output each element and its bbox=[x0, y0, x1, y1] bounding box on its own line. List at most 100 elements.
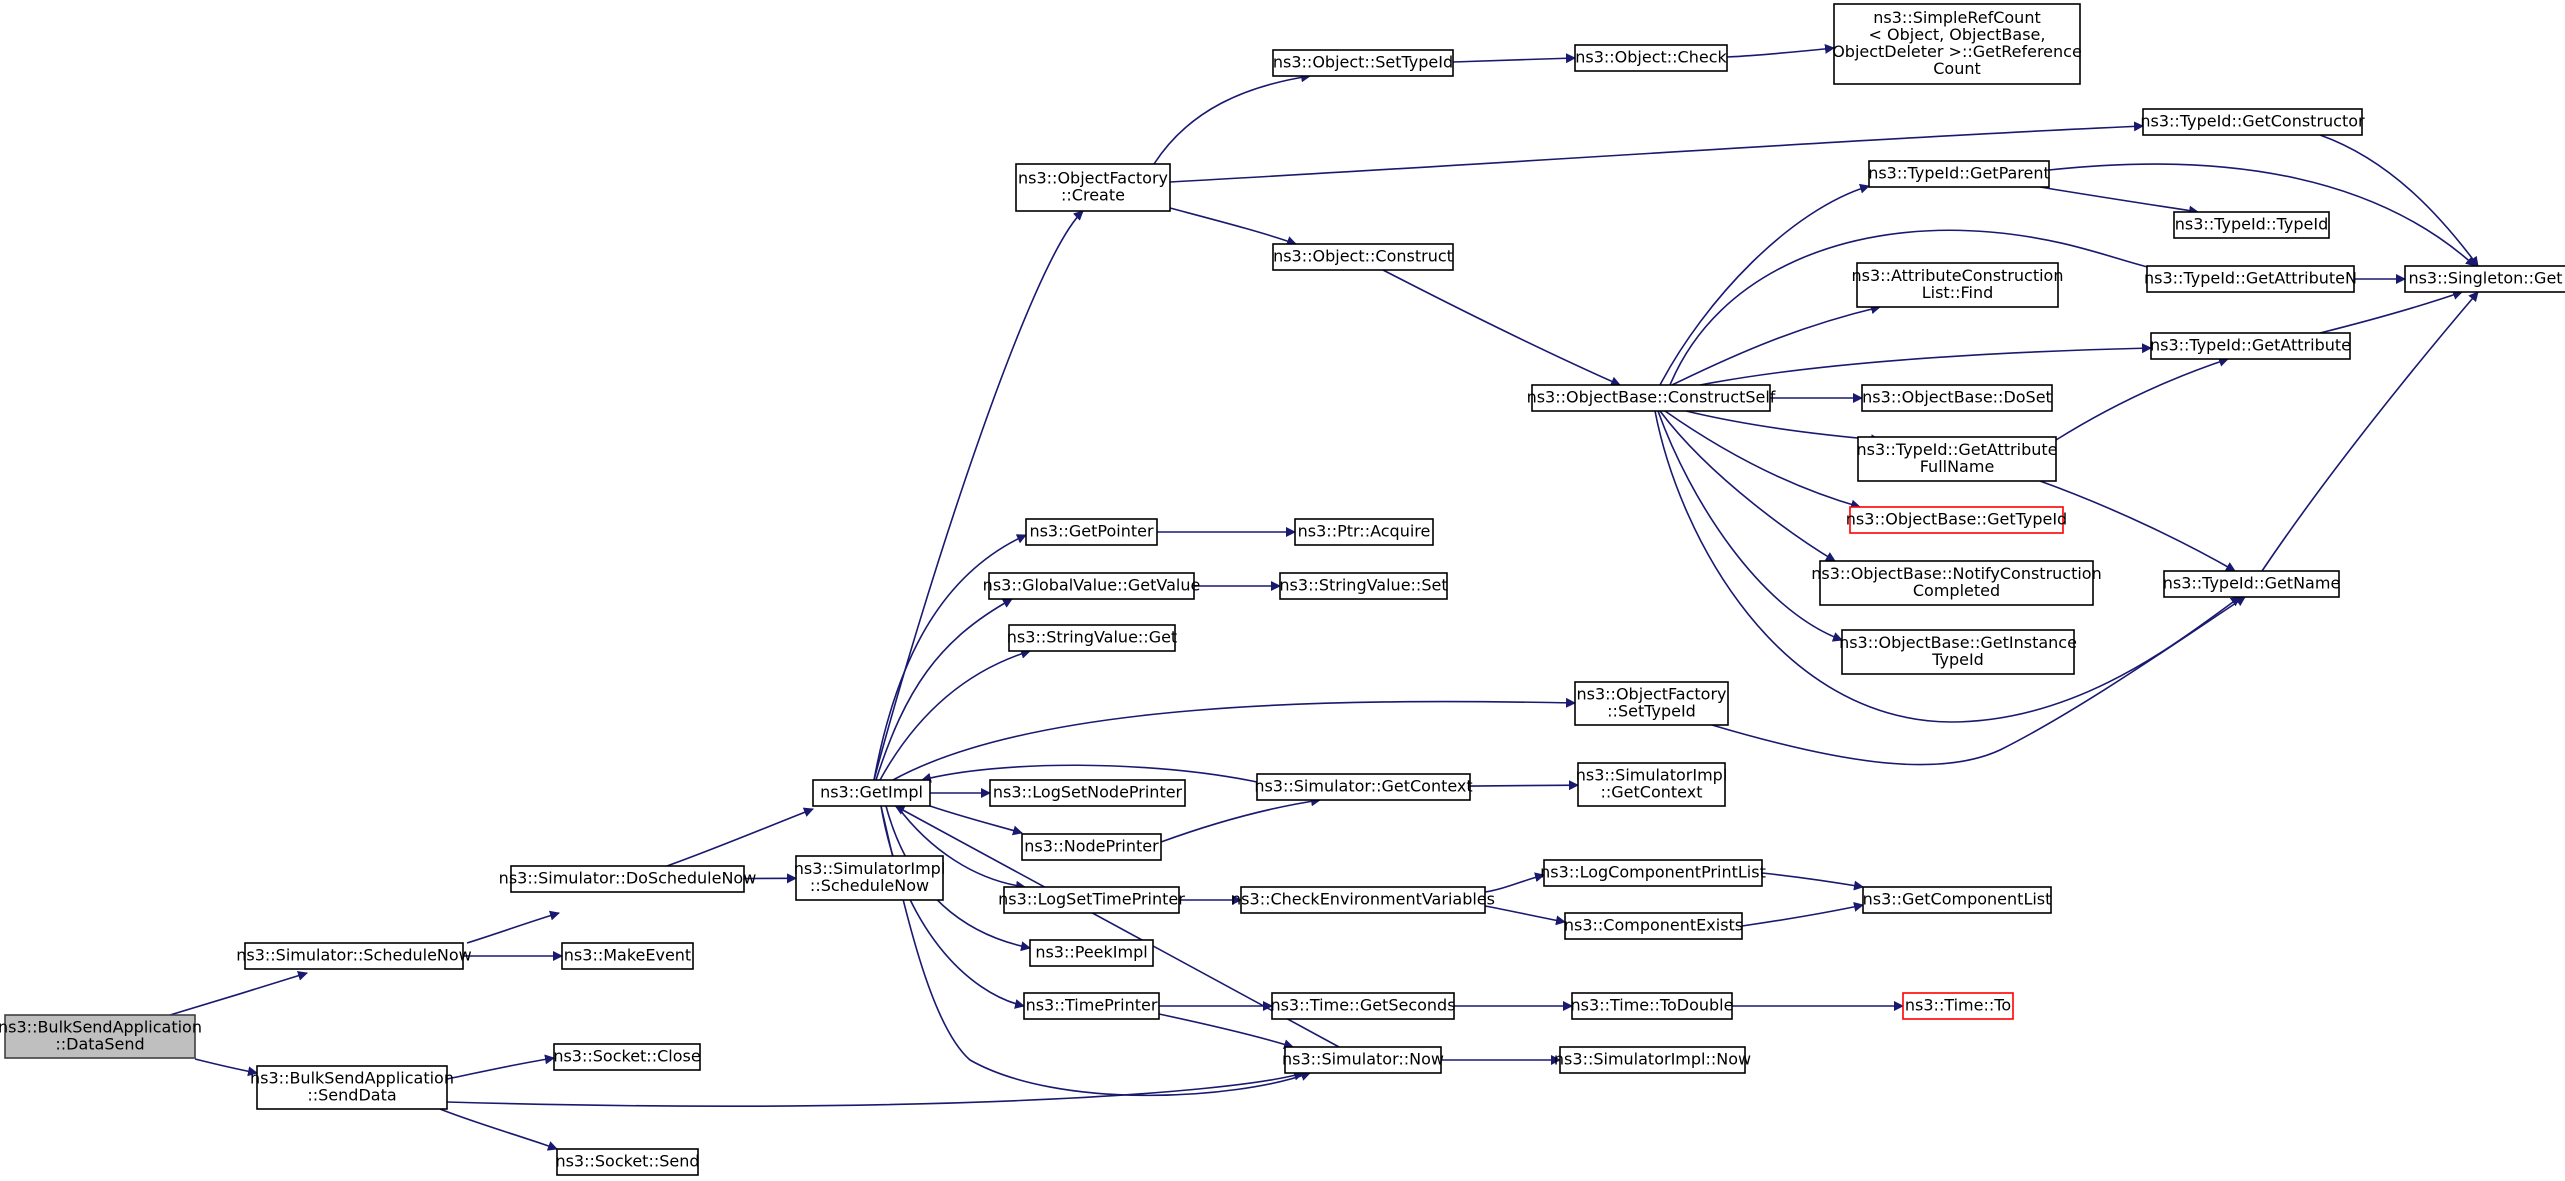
node-label-line: ns3::TimePrinter bbox=[1026, 996, 1158, 1015]
node-doschedulenow[interactable]: ns3::Simulator::DoScheduleNow bbox=[499, 865, 757, 893]
node-label-line: ns3::GetPointer bbox=[1029, 522, 1154, 541]
node-box bbox=[244, 942, 464, 970]
node-label-line: ns3::StringValue::Get bbox=[1007, 628, 1177, 647]
node-label-line: ns3::Object::Check bbox=[1575, 48, 1727, 67]
node-schedulenow[interactable]: ns3::Simulator::ScheduleNow bbox=[236, 942, 472, 970]
node-datasend[interactable]: ns3::BulkSendApplication::DataSend bbox=[0, 1014, 202, 1059]
node-label-line: ns3::BulkSendApplication bbox=[0, 1018, 202, 1037]
node-label-line: ns3::AttributeConstruction bbox=[1852, 266, 2064, 285]
node-box bbox=[1857, 436, 2057, 482]
node-typeidgetname[interactable]: ns3::TypeId::GetName bbox=[2163, 570, 2341, 598]
node-label-line: Count bbox=[1933, 59, 1981, 78]
node-box bbox=[1564, 912, 1743, 940]
edge-typeidgetattribute-to-singletonget bbox=[2319, 290, 2463, 334]
edge-getimpl-to-getpointer bbox=[873, 534, 1027, 781]
edge-timeprinter-to-simnow bbox=[1158, 1013, 1294, 1050]
node-label-line: ns3::TypeId::GetAttribute bbox=[1856, 440, 2057, 459]
node-simimplnow[interactable]: ns3::SimulatorImpl::Now bbox=[1554, 1046, 1751, 1074]
node-objfactorycreate[interactable]: ns3::ObjectFactory::Create bbox=[1015, 163, 1171, 212]
node-peekimpl[interactable]: ns3::PeekImpl bbox=[1029, 939, 1154, 967]
edge-typeidgetattrfullname-to-typeidgetname bbox=[2039, 480, 2236, 572]
node-box bbox=[1029, 939, 1154, 967]
node-socketsend[interactable]: ns3::Socket::Send bbox=[555, 1148, 700, 1176]
edge-simgetcontext-to-getimpl bbox=[921, 764, 1258, 783]
node-objbasedoset[interactable]: ns3::ObjectBase::DoSet bbox=[1861, 384, 2053, 412]
node-socketclose[interactable]: ns3::Socket::Close bbox=[553, 1043, 701, 1071]
node-box bbox=[989, 779, 1186, 807]
node-label-line: ns3::Object::SetTypeId bbox=[1273, 53, 1453, 72]
node-singletonget[interactable]: ns3::Singleton::Get bbox=[2404, 265, 2565, 293]
node-logsettimeprinter[interactable]: ns3::LogSetTimePrinter bbox=[998, 886, 1185, 914]
node-typeidgetattributen[interactable]: ns3::TypeId::GetAttributeN bbox=[2144, 265, 2357, 293]
node-label-line: ns3::MakeEvent bbox=[564, 946, 691, 965]
edge-objbaseconstructself-to-attrconstrlistfind bbox=[1671, 304, 1881, 386]
node-label-line: ns3::SimulatorImpl::Now bbox=[1554, 1050, 1751, 1069]
edge-getimpl-to-stringvalueget bbox=[879, 648, 1031, 781]
node-globalvaluegetvalue[interactable]: ns3::GlobalValue::GetValue bbox=[983, 572, 1201, 600]
node-timetodouble[interactable]: ns3::Time::ToDouble bbox=[1571, 992, 1734, 1020]
node-box bbox=[1003, 886, 1180, 914]
node-box bbox=[1023, 992, 1160, 1020]
node-label-line: ns3::LogSetTimePrinter bbox=[998, 890, 1185, 909]
node-simnow[interactable]: ns3::Simulator::Now bbox=[1282, 1046, 1444, 1074]
node-objcheck[interactable]: ns3::Object::Check bbox=[1574, 44, 1728, 72]
node-timeprinter[interactable]: ns3::TimePrinter bbox=[1023, 992, 1160, 1020]
node-getpointer[interactable]: ns3::GetPointer bbox=[1025, 518, 1158, 546]
node-ptracquire[interactable]: ns3::Ptr::Acquire bbox=[1294, 518, 1434, 546]
node-stringvalueset[interactable]: ns3::StringValue::Set bbox=[1279, 572, 1448, 600]
node-box bbox=[1008, 624, 1176, 652]
node-getimpl[interactable]: ns3::GetImpl bbox=[812, 779, 931, 807]
node-box bbox=[2173, 211, 2330, 239]
node-box bbox=[256, 1065, 448, 1110]
node-label-line: ns3::ObjectBase::NotifyConstruction bbox=[1811, 564, 2101, 583]
node-compexists[interactable]: ns3::ComponentExists bbox=[1564, 912, 1743, 940]
node-label-line: ::GetContext bbox=[1601, 783, 1703, 802]
node-label-line: ns3::Socket::Send bbox=[555, 1152, 699, 1171]
node-box bbox=[1819, 560, 2094, 606]
node-typeidtypeid[interactable]: ns3::TypeId::TypeId bbox=[2173, 211, 2330, 239]
node-label-line: ::ScheduleNow bbox=[810, 876, 929, 895]
node-simimplgetcontext[interactable]: ns3::SimulatorImpl::GetContext bbox=[1576, 762, 1728, 807]
edge-senddata-to-socketsend bbox=[439, 1108, 558, 1151]
node-senddata[interactable]: ns3::BulkSendApplication::SendData bbox=[250, 1065, 454, 1110]
node-logcompprintlist[interactable]: ns3::LogComponentPrintList bbox=[1540, 859, 1766, 887]
node-objconstruct[interactable]: ns3::Object::Construct bbox=[1272, 243, 1454, 271]
node-simimplschedulenow[interactable]: ns3::SimulatorImpl::ScheduleNow bbox=[794, 855, 946, 901]
node-typeidgetattribute[interactable]: ns3::TypeId::GetAttribute bbox=[2150, 332, 2351, 360]
edge-datasend-to-senddata bbox=[194, 1058, 258, 1077]
node-label-line: ns3::GetImpl bbox=[820, 783, 923, 802]
node-objsettypeid[interactable]: ns3::Object::SetTypeId bbox=[1272, 49, 1454, 77]
node-label-line: ns3::Simulator::Now bbox=[1282, 1050, 1444, 1069]
node-timegetseconds[interactable]: ns3::Time::GetSeconds bbox=[1270, 992, 1456, 1020]
node-timeto[interactable]: ns3::Time::To bbox=[1902, 992, 2014, 1020]
edge-getimpl-to-logsettimeprinter bbox=[896, 805, 1026, 891]
node-logsetnodeprinter[interactable]: ns3::LogSetNodePrinter bbox=[989, 779, 1186, 807]
node-box bbox=[795, 855, 944, 901]
node-simplerefcount[interactable]: ns3::SimpleRefCount< Object, ObjectBase,… bbox=[1832, 3, 2082, 85]
edge-objbaseconstructself-to-objbasegettypeid bbox=[1664, 410, 1861, 510]
node-objfactorysettypeid[interactable]: ns3::ObjectFactory::SetTypeId bbox=[1574, 681, 1729, 726]
node-label-line: ns3::ObjectBase::ConstructSelf bbox=[1527, 388, 1776, 407]
node-stringvalueget[interactable]: ns3::StringValue::Get bbox=[1007, 624, 1177, 652]
node-makeevent[interactable]: ns3::MakeEvent bbox=[561, 942, 694, 970]
node-checkenv[interactable]: ns3::CheckEnvironmentVariables bbox=[1231, 886, 1495, 914]
node-objbaseconstructself[interactable]: ns3::ObjectBase::ConstructSelf bbox=[1527, 384, 1776, 412]
node-nodeprinter[interactable]: ns3::NodePrinter bbox=[1021, 833, 1162, 861]
node-objbasegettypeid[interactable]: ns3::ObjectBase::GetTypeId bbox=[1846, 506, 2067, 534]
node-label-line: ObjectDeleter >::GetReference bbox=[1832, 42, 2082, 61]
node-box bbox=[1902, 992, 2014, 1020]
node-label-line: ns3::Simulator::GetContext bbox=[1254, 777, 1472, 796]
node-typeidgetparent[interactable]: ns3::TypeId::GetParent bbox=[1868, 160, 2050, 188]
node-objbasenotify[interactable]: ns3::ObjectBase::NotifyConstructionCompl… bbox=[1811, 560, 2102, 606]
node-getcomponentlist[interactable]: ns3::GetComponentList bbox=[1862, 886, 2052, 914]
node-simgetcontext[interactable]: ns3::Simulator::GetContext bbox=[1254, 773, 1473, 801]
node-label-line: ns3::TypeId::TypeId bbox=[2175, 215, 2328, 234]
edge-objfactorycreate-to-objsettypeid bbox=[1153, 72, 1311, 165]
nodes-layer: ns3::BulkSendApplication::DataSendns3::S… bbox=[0, 3, 2565, 1176]
node-label-line: ns3::TypeId::GetConstructor bbox=[2140, 112, 2365, 131]
node-typeidgetconstructor[interactable]: ns3::TypeId::GetConstructor bbox=[2140, 108, 2365, 136]
node-box bbox=[510, 865, 745, 893]
